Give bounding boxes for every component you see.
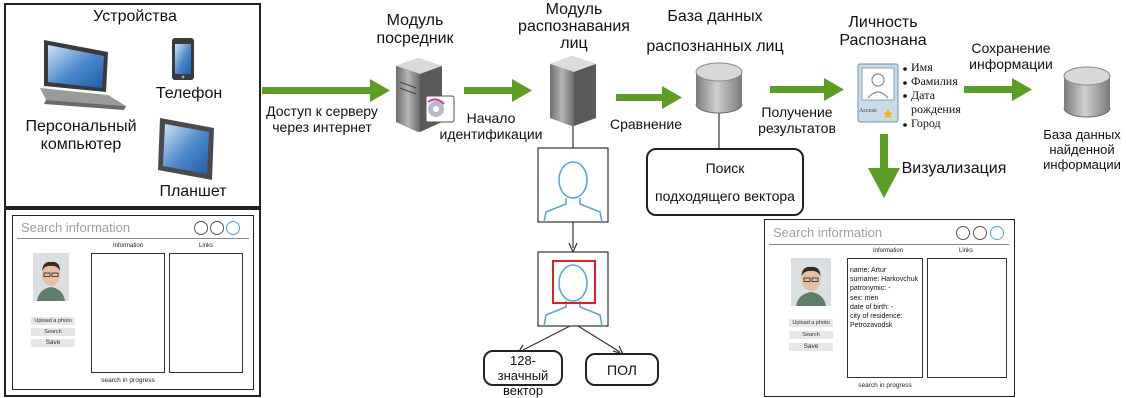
search-underline [17,238,249,239]
app-mockup-left: Search information Information Links Upl… [12,215,254,390]
gender-box: ПОЛ [585,353,659,386]
window-control-icon[interactable] [210,221,224,235]
identity-bullet-birthdate: Дата рождения [911,88,961,116]
window-control-icon[interactable] [990,226,1004,240]
search-input-placeholder[interactable]: Search information [773,225,883,240]
search-vector-line2: подходящего вектора [655,188,795,204]
edge-label-get-results: Получение результатов [758,104,836,137]
edge-label-visualization: Визуализация [901,160,1007,177]
edge-label-comparison: Сравнение [610,116,682,132]
vector-box: 128-значный вектор [483,350,563,398]
laptop-icon [40,40,126,110]
database-icon [695,62,743,114]
app-mockup-right: Search information Information Links nam… [765,220,1014,396]
search-vector-box: Поиск подходящего вектора [646,148,804,216]
save-button[interactable]: Save [789,343,833,351]
information-panel: name: Artur surname: Harkovchuk patronym… [847,258,923,378]
search-status: search in progress [101,377,155,384]
node-recognized-db-line2: распознанных лиц [646,38,784,55]
search-underline [769,244,1009,245]
search-vector-line1: Поиск [705,160,745,176]
face-icon [537,147,609,223]
information-panel [91,253,165,373]
phone-icon [172,38,194,80]
node-found-db: База данных найденной информации [1043,127,1121,172]
node-middleware: Модуль посредник [376,12,454,48]
search-input-placeholder[interactable]: Search information [21,220,131,235]
gender-label: ПОЛ [607,362,637,378]
server-icon [550,56,596,126]
recognized-info-text: name: Artur surname: Harkovchuk patronym… [850,267,919,330]
search-button[interactable]: Search [789,331,833,339]
information-header: Information [112,243,143,249]
identity-bullet-city: Город [911,116,941,130]
tablet-icon [158,118,214,180]
search-button[interactable]: Search [31,328,75,336]
pc-label: Персональный компьютер [25,118,137,154]
tablet-label: Планшет [159,183,227,200]
arrow-recognition-to-db [616,86,682,109]
identity-bullet-surname: Фамилия [911,74,958,88]
upload-photo-button[interactable]: Upload a photo [31,317,75,325]
flow-arrows [262,78,1032,198]
star-icon [883,109,893,119]
edge-label-save-info: Сохранение информации [969,40,1053,73]
arrow-identity-to-save [964,78,1032,101]
window-control-icon[interactable] [956,226,970,240]
edge-label-server-access: Доступ к серверу через интернет [266,103,378,136]
arrow-middleware-to-recognition [464,79,532,102]
id-card-access-label: Access: [859,108,878,114]
edge-label-start-identification: Начало идентификации [439,110,543,143]
node-recognized-db-line1: База данных [667,8,763,25]
left-mockup-border [4,208,261,397]
links-header: Links [198,243,213,249]
node-identity: Личность Распознана [839,14,927,50]
arrow-db-to-identity [770,78,844,101]
links-header: Links [958,248,973,254]
search-status: search in progress [858,382,912,389]
identity-bullet-name: Имя [911,60,933,74]
arrow-visualization-down [868,134,900,198]
phone-label: Телефон [155,85,223,102]
arrow-devices-to-middleware [262,79,390,102]
links-panel [169,253,243,373]
id-card-icon [857,63,899,123]
node-face-recognition: Модуль распознавания лиц [518,1,630,52]
save-button[interactable]: Save [31,339,75,347]
links-panel [927,258,1007,378]
database-icon [1063,66,1111,118]
devices-box [4,3,261,208]
server-icon [396,58,455,132]
identity-bullets [903,67,907,127]
window-control-icon[interactable] [973,226,987,240]
face-detection-box [552,260,596,304]
face-icon [537,251,609,327]
vector-label: 128-значный вектор [497,353,549,398]
information-header: Information [872,248,903,254]
window-control-icon[interactable] [226,221,240,235]
avatar [791,258,831,306]
avatar [33,253,69,301]
devices-title: Устройства [93,8,177,25]
upload-photo-button[interactable]: Upload a photo [789,319,833,327]
window-control-icon[interactable] [194,221,208,235]
